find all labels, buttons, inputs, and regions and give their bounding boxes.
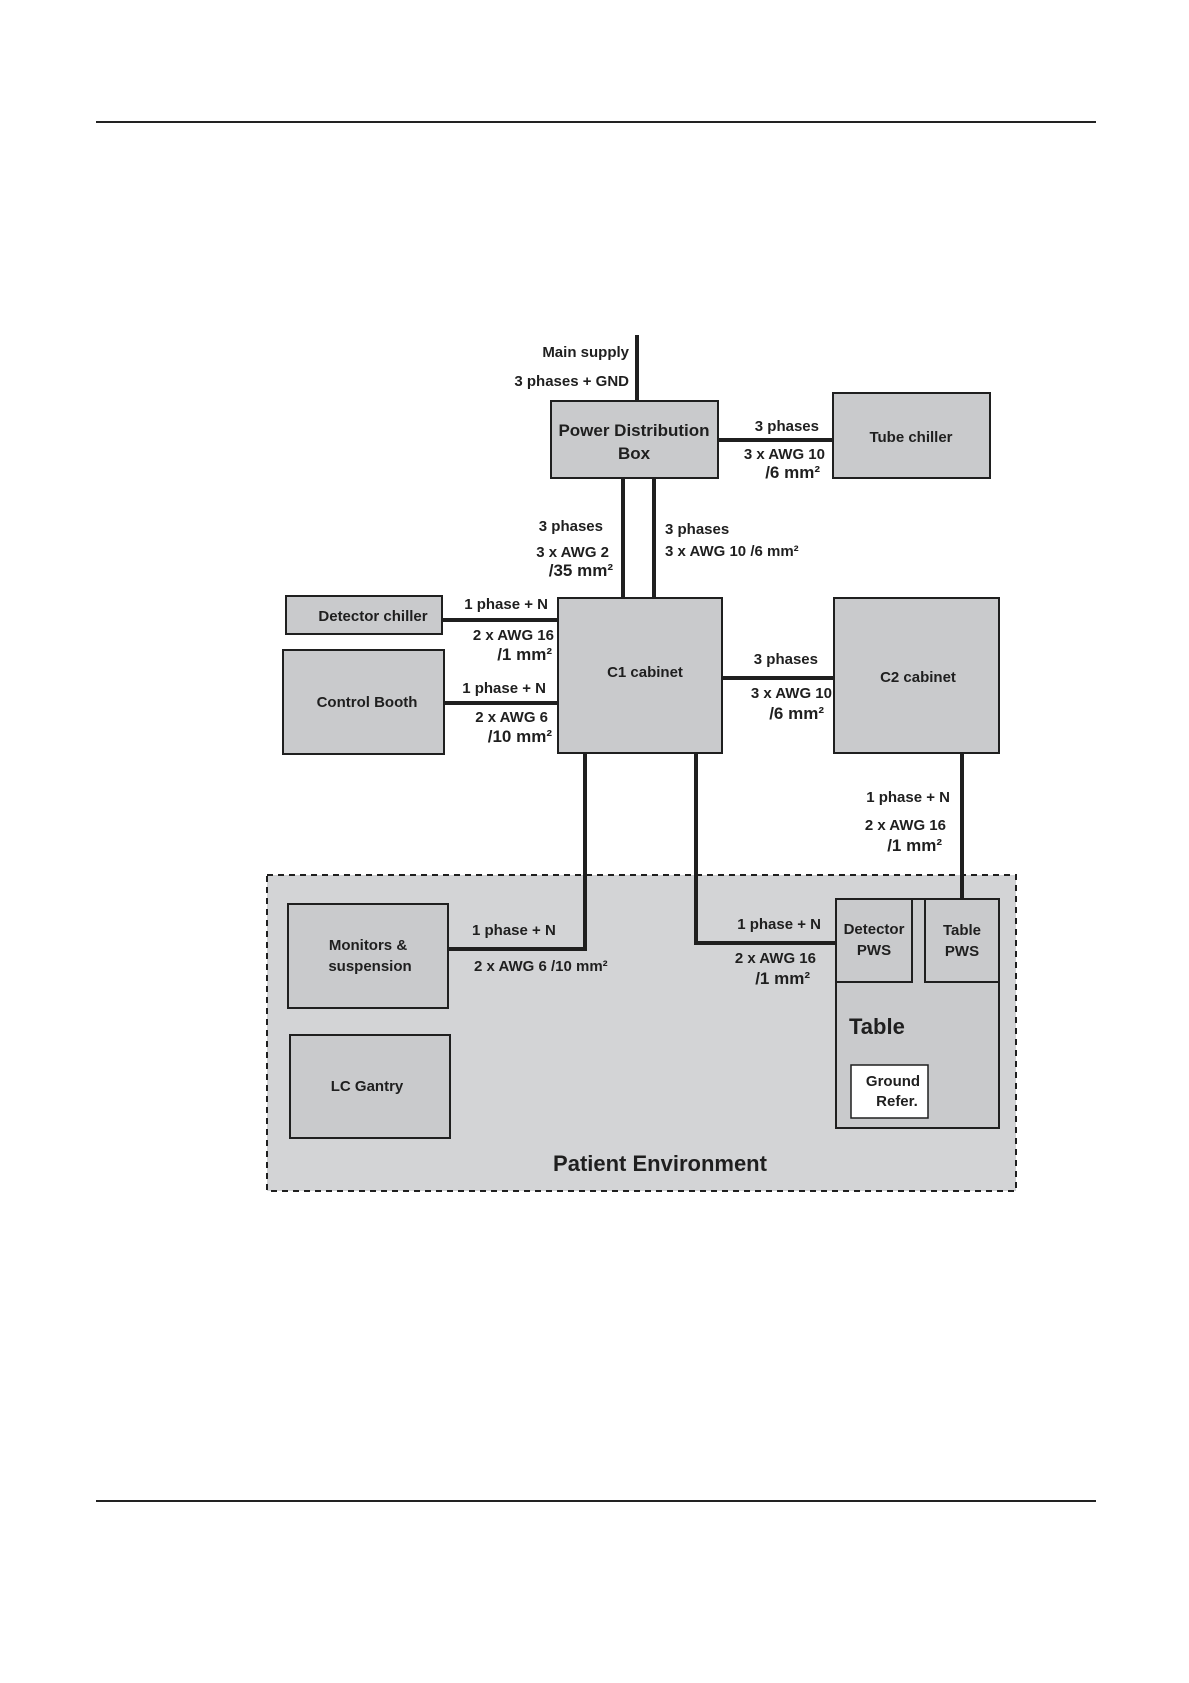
booth-phase-label: 1 phase + N	[462, 680, 546, 697]
monitors-cable-label: 2 x AWG 6 /10 mm²	[474, 958, 608, 975]
bottom-rule	[96, 1500, 1096, 1502]
tube-chiller-label: Tube chiller	[869, 429, 952, 446]
booth-cable-label2: /10 mm²	[488, 727, 553, 746]
detpws-cable-label2: /1 mm²	[755, 969, 810, 988]
c2-table-phase-label: 1 phase + N	[866, 789, 950, 806]
detector-pws-box	[835, 898, 913, 983]
detector-pws-label-line1: Detector	[844, 921, 905, 938]
detchiller-cable-label2: /1 mm²	[497, 645, 552, 664]
monitors-label-line2: suspension	[328, 958, 411, 975]
patient-environment-label: Patient Environment	[553, 1151, 768, 1176]
detector-pws-label-line2: PWS	[857, 942, 891, 959]
pdb-c1-left-cable-label2: /35 mm²	[549, 561, 614, 580]
main-supply-phases-label: 3 phases + GND	[514, 373, 629, 390]
tube-chiller-box	[832, 392, 991, 479]
c1-cabinet-label: C1 cabinet	[607, 664, 683, 681]
c1c2-phases-label: 3 phases	[754, 651, 818, 668]
c1c2-cable-label2: /6 mm²	[769, 704, 824, 723]
c2-table-cable-label2: /1 mm²	[887, 836, 942, 855]
pdb-c1-left-cable-label1: 3 x AWG 2	[536, 544, 609, 561]
lc-gantry-label: LC Gantry	[331, 1078, 404, 1095]
c1-cabinet-box	[557, 597, 723, 754]
pdb-label-line2: Box	[618, 444, 651, 463]
c2-table-cable-label1: 2 x AWG 16	[865, 817, 946, 834]
monitors-suspension-box	[287, 903, 449, 1009]
main-supply-label: Main supply	[542, 344, 629, 361]
pdb-tube-cable-label2: /6 mm²	[765, 463, 820, 482]
ground-reference-box	[850, 1064, 929, 1119]
pdb-label-line1: Power Distribution	[558, 421, 709, 440]
ground-reference-label-line2: Refer.	[876, 1093, 918, 1110]
control-booth-label: Control Booth	[317, 694, 418, 711]
detchiller-phase-label: 1 phase + N	[464, 596, 548, 613]
c1-monitors-wire	[448, 753, 587, 951]
c2-cabinet-box	[833, 597, 1000, 754]
ground-reference-label-line1: Ground	[866, 1073, 920, 1090]
c2-cabinet-label: C2 cabinet	[880, 669, 956, 686]
power-distribution-box	[550, 400, 719, 479]
table-pws-box	[924, 898, 1000, 983]
monitors-label-line1: Monitors &	[329, 937, 407, 954]
c1-detector-pws-wire	[694, 753, 836, 945]
table-label: Table	[849, 1014, 905, 1039]
detchiller-cable-label1: 2 x AWG 16	[473, 627, 554, 644]
pdb-tube-phases-label: 3 phases	[755, 418, 819, 435]
lc-gantry-box	[289, 1034, 451, 1139]
pdb-c1-right-cable-label: 3 x AWG 10 /6 mm²	[665, 543, 799, 560]
pdb-c1-left-phases-label: 3 phases	[539, 518, 603, 535]
booth-cable-label1: 2 x AWG 6	[475, 709, 548, 726]
detector-chiller-label: Detector chiller	[318, 608, 427, 625]
pdb-tube-cable-label1: 3 x AWG 10	[744, 446, 825, 463]
detpws-cable-label1: 2 x AWG 16	[735, 950, 816, 967]
monitors-phase-label: 1 phase + N	[472, 922, 556, 939]
c1c2-cable-label1: 3 x AWG 10	[751, 685, 832, 702]
top-rule	[96, 121, 1096, 123]
detpws-phase-label: 1 phase + N	[737, 916, 821, 933]
control-booth-box	[282, 649, 445, 755]
detector-chiller-box	[285, 595, 443, 635]
table-pws-label-line2: PWS	[945, 943, 979, 960]
pdb-c1-right-phases-label: 3 phases	[665, 521, 729, 538]
table-pws-label-line1: Table	[943, 922, 981, 939]
